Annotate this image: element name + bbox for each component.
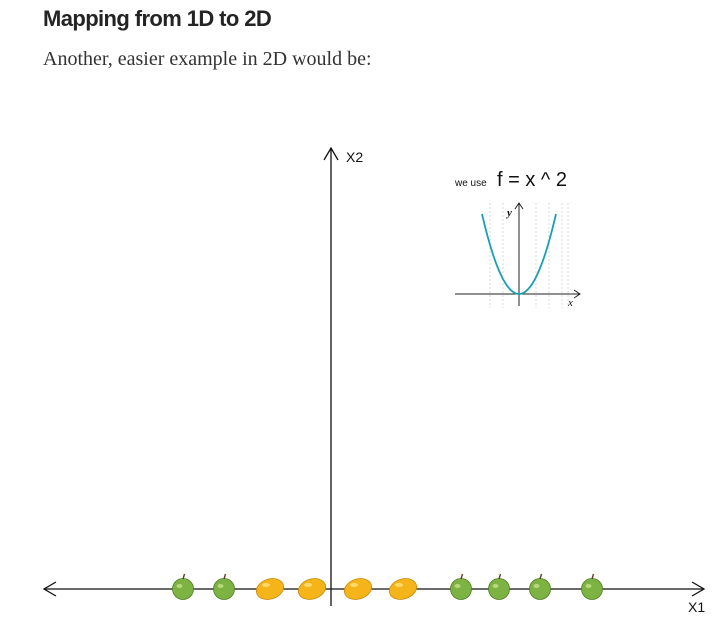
apple-marker	[213, 573, 235, 600]
apple-marker	[529, 573, 551, 600]
lemon-marker	[343, 578, 373, 600]
x2-axis-label: X2	[346, 149, 363, 165]
parabola-curve	[481, 213, 557, 295]
inset-x-label: x	[567, 297, 573, 309]
apple-marker	[581, 573, 603, 600]
lemon-marker	[297, 578, 327, 600]
data-points	[172, 573, 603, 600]
inset-y-label: y	[505, 207, 512, 219]
equation-prefix: we use	[454, 178, 487, 189]
parabola-inset	[455, 202, 581, 308]
apple-marker	[450, 573, 472, 600]
lemon-marker	[255, 578, 285, 600]
lemon-marker	[388, 578, 418, 600]
apple-marker	[488, 573, 510, 600]
section-heading: Mapping from 1D to 2D	[43, 6, 272, 31]
x1-axis	[42, 581, 706, 597]
x1-axis-label: X1	[688, 599, 705, 615]
intro-paragraph: Another, easier example in 2D would be:	[43, 48, 372, 70]
x2-axis	[323, 146, 339, 606]
equation-text: f = x ^ 2	[497, 169, 567, 191]
apple-marker	[172, 573, 194, 600]
